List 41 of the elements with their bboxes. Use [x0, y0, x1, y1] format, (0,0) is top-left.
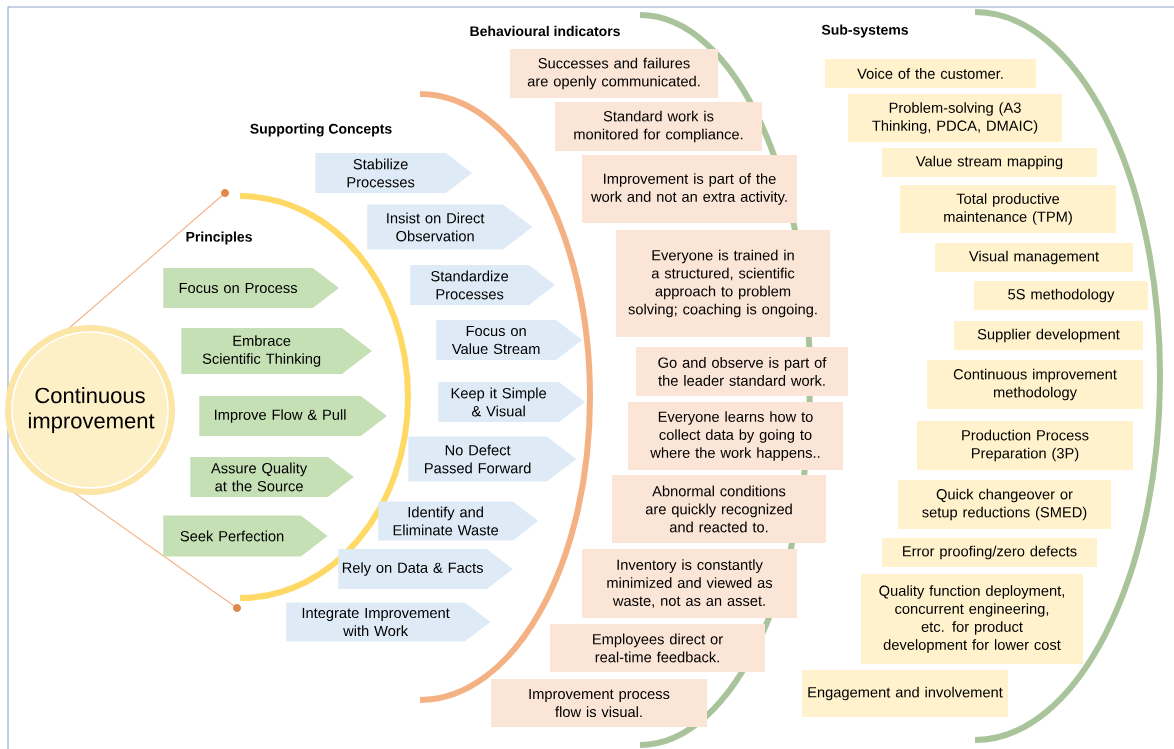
subsystem-box: Voice of the customer.	[825, 58, 1036, 89]
concept-tag: Keep it Simple & Visual	[438, 382, 585, 422]
subsystem-box: Value stream mapping	[882, 147, 1097, 178]
principle-tag: Seek Perfection	[163, 515, 328, 557]
column-heading: Principles	[186, 231, 252, 245]
indicator-box: Everyone is trained in a structured, scientific approach to problem solving; coaching is ongoing.	[616, 230, 830, 337]
subsystem-box: Error proofing/zero defects	[882, 537, 1097, 568]
indicator-box: Go and observe is part of the leader standard work.	[636, 346, 848, 397]
concept-tag: Rely on Data & Facts	[338, 549, 513, 589]
concept-tag: Stabilize Processes	[315, 153, 472, 193]
subsystem-box: Supplier development	[953, 320, 1144, 351]
principle-tag: Embrace Scientific Thinking	[181, 328, 372, 374]
subsystem-box: Production Process Preparation (3P)	[917, 420, 1133, 471]
indicator-box: Employees direct or real-time feedback.	[550, 624, 765, 672]
subsystem-box: Total productive maintenance (TPM)	[900, 185, 1116, 233]
principle-tag: Focus on Process	[163, 268, 339, 308]
subsystem-box: Quick changeover or setup reductions (SMED)	[897, 479, 1112, 530]
subsystem-box: Quality function deployment, concurrent engineering, etc. for product development for lower cost	[861, 574, 1083, 664]
concept-tag: Identify and Eliminate Waste	[378, 501, 539, 541]
concept-tag: Integrate Improvement with Work	[286, 602, 491, 642]
subsystem-box: Continuous improvement methodology	[927, 359, 1143, 410]
indicator-box: Improvement is part of the work and not an extra activity.	[582, 155, 797, 223]
indicator-box: Standard work is monitored for compliance.	[555, 101, 762, 152]
subsystem-box: Engagement and involvement	[802, 670, 1008, 717]
subsystem-box: 5S methodology	[974, 280, 1148, 311]
concept-tag: Focus on Value Stream	[436, 320, 583, 360]
concept-tag: Standardize Processes	[410, 265, 555, 305]
indicator-box: Improvement process flow is visual.	[491, 679, 707, 727]
column-heading: Supporting Concepts	[250, 123, 392, 137]
indicator-box: Inventory is constantly minimized and viewed as waste, not as an asset.	[582, 548, 797, 619]
indicator-box: Successes and failures are openly communicated.	[510, 48, 718, 99]
column-heading: Behavioural indicators	[470, 25, 620, 37]
concept-tag: Insist on Direct Observation	[367, 204, 533, 250]
column-heading: Sub-systems	[821, 24, 908, 38]
principle-tag: Improve Flow & Pull	[199, 396, 387, 436]
indicator-box: Abnormal conditions are quickly recognized and reacted to.	[612, 475, 826, 543]
subsystem-box: Visual management	[935, 242, 1133, 273]
concept-tag: No Defect Passed Forward	[408, 436, 577, 482]
subsystem-box: Problem-solving (A3 Thinking, PDCA, DMAIC)	[848, 94, 1062, 142]
indicator-box: Everyone learns how to collect data by going to where the work happens..	[628, 402, 843, 470]
principle-tag: Assure Quality at the Source	[190, 457, 354, 497]
